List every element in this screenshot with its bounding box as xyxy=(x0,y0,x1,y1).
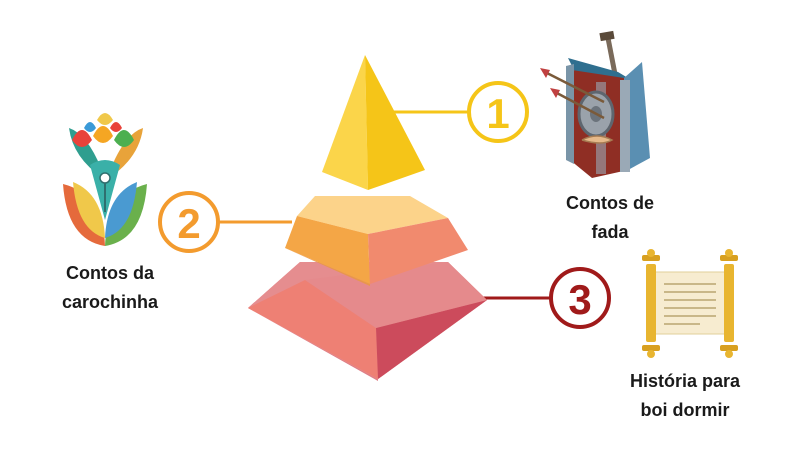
label-contos-de-fada: Contos de fada xyxy=(545,189,675,247)
label-contos-da-carochinha: Contos da carochinha xyxy=(40,259,180,317)
label-1-line2: fada xyxy=(591,222,629,242)
label-3-line1: História para xyxy=(629,371,741,391)
label-2-line1: Contos da xyxy=(66,263,154,283)
pyramid-tier-top xyxy=(322,55,425,190)
label-historia-para-boi-dormir: História para boi dormir xyxy=(610,367,760,425)
label-1-line1: Contos de xyxy=(566,193,654,213)
number-badge-1: 1 xyxy=(467,81,529,143)
pyramid-tier-bottom xyxy=(248,262,487,381)
number-badge-3: 3 xyxy=(549,267,611,329)
label-3-line2: boi dormir xyxy=(640,400,730,420)
quill-pen-book-icon xyxy=(63,113,147,246)
number-badge-2-text: 2 xyxy=(177,200,200,247)
number-badge-2: 2 xyxy=(158,191,220,253)
label-2-line2: carochinha xyxy=(61,292,159,312)
number-badge-1-text: 1 xyxy=(486,90,509,137)
fairy-tale-book-icon xyxy=(540,30,650,178)
scroll-icon xyxy=(642,249,738,358)
number-badge-3-text: 3 xyxy=(568,276,591,323)
pyramid-tier-middle xyxy=(285,196,468,286)
